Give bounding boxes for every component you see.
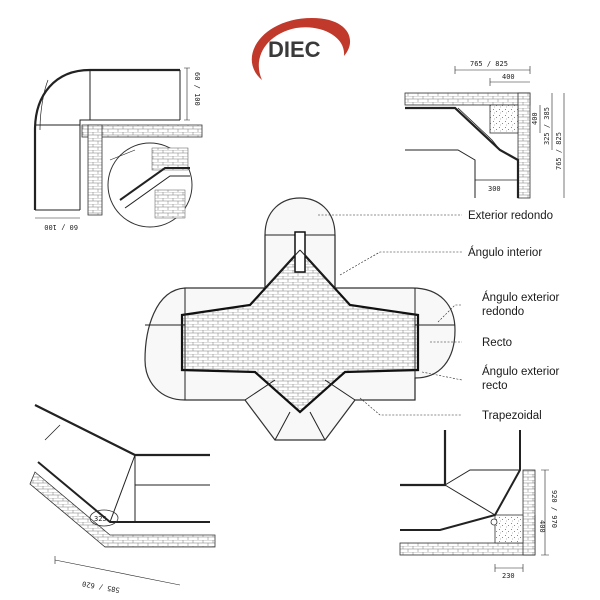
dim-bottom-left-bottom: 585 / 620 bbox=[82, 579, 121, 593]
dim-top-right-side-mid: 325 / 385 bbox=[543, 107, 551, 145]
logo-text: DIEC bbox=[268, 37, 321, 62]
dim-top-right-inner: 400 bbox=[502, 73, 515, 81]
label-trapezoidal: Trapezoidal bbox=[482, 410, 542, 422]
wall-horizontal bbox=[81, 124, 203, 138]
dim-top-right-side-inner: 400 bbox=[531, 112, 539, 125]
central-plan-view: Exterior redondo Ángulo interior Ángulo … bbox=[144, 197, 560, 441]
detail-internal-corner: 920 / 970 400 230 bbox=[399, 430, 558, 580]
dim-top-right-top: 765 / 825 bbox=[470, 60, 508, 68]
wall-top bbox=[404, 92, 531, 106]
logo-swoosh bbox=[251, 18, 351, 80]
label-recto: Recto bbox=[482, 337, 512, 349]
dim-top-left-horizontal: 60 / 100 bbox=[44, 223, 78, 231]
label-angulo-exterior-recto-line1: Ángulo exterior bbox=[482, 365, 560, 378]
insulation-block bbox=[489, 104, 519, 134]
corner-duct bbox=[400, 430, 447, 487]
label-angulo-exterior-redondo-line1: Ángulo exterior bbox=[482, 291, 560, 304]
brand-logo: DIEC bbox=[251, 18, 351, 80]
wall-vertical bbox=[87, 124, 103, 216]
plan-brick-core bbox=[180, 248, 420, 414]
dim-bottom-right-bottom: 230 bbox=[502, 572, 515, 580]
detail-angled-wall: 325 585 / 620 bbox=[29, 404, 216, 594]
dim-top-right-bottom: 300 bbox=[488, 185, 501, 193]
wall-right-b bbox=[522, 469, 536, 556]
insulation-block-b bbox=[494, 514, 524, 544]
leader-angulo-interior bbox=[339, 251, 462, 276]
dim-top-left-vertical: 60 / 100 bbox=[193, 72, 201, 106]
angled-duct bbox=[34, 404, 210, 457]
dim-bottom-right-inner: 400 bbox=[538, 520, 546, 533]
dim-bottom-right-side: 920 / 970 bbox=[550, 490, 558, 528]
leader-angulo-exterior-redondo bbox=[437, 304, 462, 323]
label-angulo-interior: Ángulo interior bbox=[468, 246, 542, 259]
label-angulo-exterior-recto-line2: recto bbox=[482, 380, 508, 392]
round-section-mark bbox=[89, 509, 119, 527]
detail-trapezoidal-corner: 300 765 / 825 400 400 325 / 385 765 / 82… bbox=[404, 60, 565, 199]
wall-bottom bbox=[399, 542, 536, 556]
dim-top-right-side-outer: 765 / 825 bbox=[555, 132, 563, 170]
wall-right bbox=[517, 92, 531, 199]
dim-bottom-left-small: 325 bbox=[94, 515, 107, 523]
detail-rounded-elbow: 60 / 100 60 / 100 bbox=[33, 67, 203, 231]
label-exterior-redondo: Exterior redondo bbox=[468, 210, 553, 222]
angled-wall-brick bbox=[29, 471, 216, 548]
label-angulo-exterior-redondo-line2: redondo bbox=[482, 306, 524, 318]
leader-trapezoidal bbox=[359, 397, 462, 416]
